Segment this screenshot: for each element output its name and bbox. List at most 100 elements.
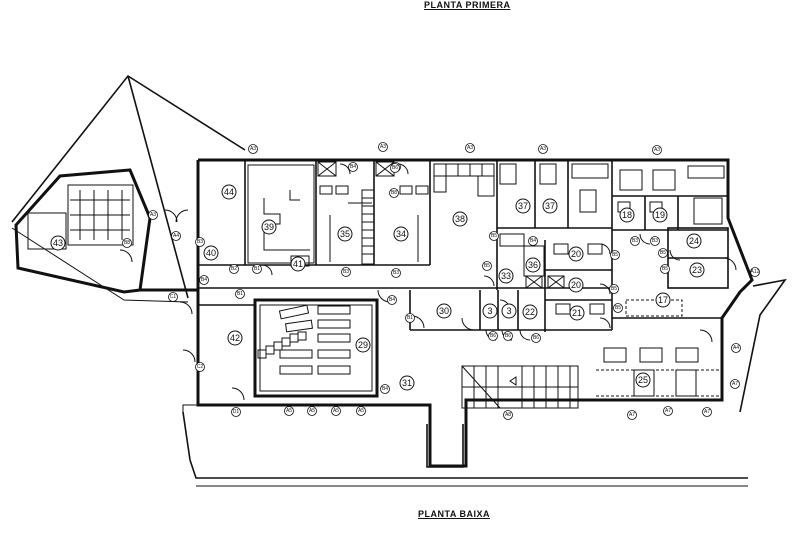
room-number-44: 44 <box>221 184 237 200</box>
room-38-details <box>433 163 495 197</box>
room-number-text: 33 <box>501 271 511 281</box>
room-number-circle <box>393 226 409 242</box>
reference-marker-circle <box>348 162 358 172</box>
reference-marker-text: B5 <box>615 305 621 311</box>
room-number-circle <box>337 226 353 242</box>
room-number-text: 3 <box>487 306 492 316</box>
reference-marker-circle <box>652 145 662 155</box>
reference-marker-B4: B4 <box>380 384 390 394</box>
room-number-37: 37 <box>515 198 531 214</box>
room-number-38: 38 <box>452 211 468 227</box>
reference-marker-text: A3 <box>250 146 256 152</box>
room-number-37: 37 <box>542 198 558 214</box>
reference-marker-text: A3 <box>467 145 473 151</box>
stair-34 <box>361 161 429 265</box>
room-number-text: 37 <box>518 201 528 211</box>
reference-marker-text: B4 <box>382 386 388 392</box>
room-number-text: 43 <box>53 238 63 248</box>
room-number-circle <box>399 375 415 391</box>
room-39-details <box>247 164 315 267</box>
reference-marker-B1: B1 <box>252 264 262 274</box>
room-number-17: 17 <box>655 292 671 308</box>
reference-marker-text: A5 <box>333 408 339 414</box>
reference-marker-circle <box>122 238 132 248</box>
reference-marker-text: B6 <box>533 335 539 341</box>
room-number-41: 41 <box>290 256 306 272</box>
room-number-3: 3 <box>501 303 517 319</box>
reference-marker-circle <box>356 406 366 416</box>
reference-marker-circle <box>489 231 499 241</box>
reference-marker-text: A5 <box>309 408 315 414</box>
reference-marker-B8: B8 <box>122 238 132 248</box>
reference-marker-circle <box>650 236 660 246</box>
reference-marker-text: B4 <box>201 277 207 283</box>
reference-marker-text: B3 <box>393 270 399 276</box>
reference-marker-B5: B5 <box>609 284 619 294</box>
reference-marker-B4: B4 <box>199 275 209 285</box>
room-number-33: 33 <box>498 268 514 284</box>
reference-marker-text: A3 <box>380 144 386 150</box>
reference-marker-text: A7 <box>732 381 738 387</box>
reference-marker-text: B5 <box>660 250 666 256</box>
reference-marker-B3: B3 <box>341 267 351 277</box>
reference-marker-B6: B6 <box>390 163 400 173</box>
reference-marker-circle <box>528 236 538 246</box>
reference-marker-circle <box>331 406 341 416</box>
reference-marker-B4: B4 <box>387 295 397 305</box>
reference-marker-A3: A3 <box>248 144 258 154</box>
reference-marker-circle <box>387 295 397 305</box>
reference-marker-circle <box>195 237 205 247</box>
room-35-details <box>317 161 372 262</box>
reference-marker-text: B8 <box>391 190 397 196</box>
reference-marker-circle <box>613 303 623 313</box>
reference-marker-A4: A4 <box>731 343 741 353</box>
reference-marker-A5: A5 <box>284 406 294 416</box>
reference-marker-circle <box>630 236 640 246</box>
room-number-text: 35 <box>340 229 350 239</box>
room-number-text: 42 <box>230 333 240 343</box>
reference-marker-C2: C2 <box>195 362 205 372</box>
room-number-circle <box>689 262 705 278</box>
reference-marker-circle <box>391 268 401 278</box>
room-number-circle <box>290 256 306 272</box>
room-number-circle <box>655 292 671 308</box>
room-number-circle <box>436 303 452 319</box>
room-number-circle <box>515 198 531 214</box>
reference-marker-circle <box>482 261 492 271</box>
room-number-circle <box>686 233 702 249</box>
room-number-circle <box>542 198 558 214</box>
room-number-circle <box>522 304 538 320</box>
reference-marker-A5: A5 <box>331 406 341 416</box>
reference-marker-text: A3 <box>654 147 660 153</box>
room-number-text: 36 <box>528 260 538 270</box>
reference-marker-B6: B6 <box>503 331 513 341</box>
reference-marker-text: C2 <box>197 364 204 370</box>
room-number-circle <box>261 219 277 235</box>
reference-marker-text: B5 <box>612 252 618 258</box>
reference-marker-A12: A12 <box>750 267 760 277</box>
reference-marker-text: A3 <box>150 212 156 218</box>
room-number-text: 23 <box>692 265 702 275</box>
reference-marker-text: B3 <box>197 239 203 245</box>
reference-marker-circle <box>389 188 399 198</box>
reference-marker-circle <box>731 343 741 353</box>
reference-marker-text: A8 <box>505 412 511 418</box>
reference-marker-text: B1 <box>254 266 260 272</box>
reference-marker-B3: B3 <box>630 236 640 246</box>
reference-marker-A7: A7 <box>702 407 712 417</box>
reference-marker-text: A4 <box>733 345 739 351</box>
reference-marker-text: A7 <box>665 408 671 414</box>
room-number-circle <box>569 305 585 321</box>
room-number-text: 39 <box>264 222 274 232</box>
reference-marker-circle <box>538 144 548 154</box>
reference-marker-circle <box>284 406 294 416</box>
doors <box>119 163 737 401</box>
room-number-circle <box>227 330 243 346</box>
reference-marker-circle <box>341 267 351 277</box>
reference-marker-B1: B1 <box>405 313 415 323</box>
reference-marker-text: D1 <box>233 409 240 415</box>
annex-building <box>14 168 152 294</box>
room-number-circle <box>355 337 371 353</box>
reference-marker-text: A3 <box>540 146 546 152</box>
